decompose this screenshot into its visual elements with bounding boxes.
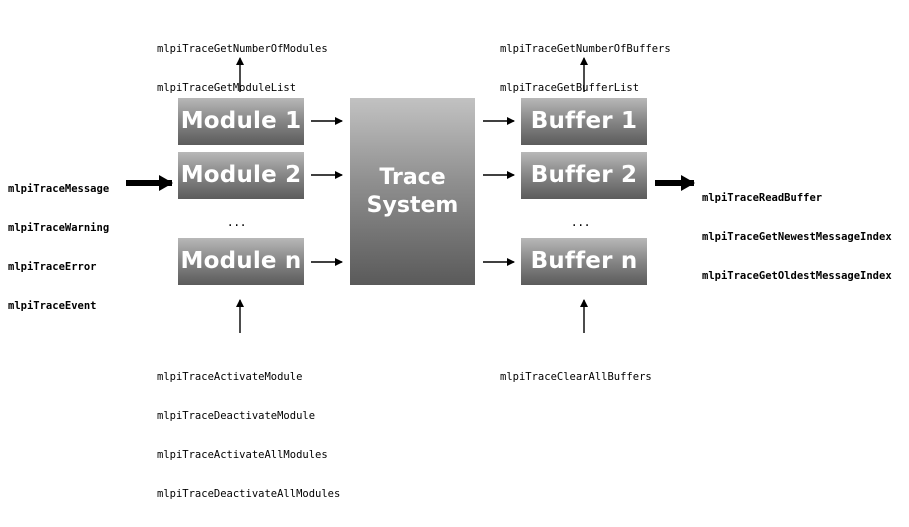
buffer-control-functions: mlpiTraceClearAllBuffers [500,345,652,410]
module-query-functions: mlpiTraceGetNumberOfModules mlpiTraceGet… [157,17,328,121]
function-label: mlpiTraceGetNewestMessageIndex [702,231,892,243]
function-label: mlpiTraceError [8,261,97,273]
module-1-box: Module 1 [178,98,304,145]
buffer-ellipsis: ... [572,214,592,230]
function-label: mlpiTraceGetBufferList [500,82,640,94]
buffer-query-functions: mlpiTraceGetNumberOfBuffers mlpiTraceGet… [500,17,671,121]
function-label: mlpiTraceClearAllBuffers [500,371,652,383]
module-control-functions: mlpiTraceActivateModule mlpiTraceDeactiv… [157,345,340,527]
function-label: mlpiTraceGetOldestMessageIndex [702,270,892,282]
function-label: mlpiTraceGetNumberOfModules [157,43,328,55]
buffer-n-box: Buffer n [521,238,647,285]
function-label: mlpiTraceGetNumberOfBuffers [500,43,671,55]
function-label: mlpiTraceDeactivateModule [157,410,316,422]
trace-system-label-line2: System [366,192,459,218]
arrows-layer [126,57,695,333]
trace-system-label-line1: Trace [379,164,446,190]
function-label: mlpiTraceEvent [8,300,97,312]
module-n-box: Module n [178,238,304,285]
buffer-output-functions: mlpiTraceReadBuffer mlpiTraceGetNewestMe… [702,166,892,309]
trace-system-diagram: Module 1 Module 2 ... Module n Trace Sys… [8,17,892,500]
buffer-1-box: Buffer 1 [521,98,647,145]
function-label: mlpiTraceGetModuleList [157,82,297,94]
function-label: mlpiTraceActivateAllModules [157,449,328,461]
message-input-functions: mlpiTraceMessage mlpiTraceWarning mlpiTr… [8,157,109,339]
function-label: mlpiTraceWarning [8,222,110,234]
buffer-2-box: Buffer 2 [521,152,647,199]
function-label: mlpiTraceReadBuffer [702,192,823,204]
module-ellipsis: ... [228,214,248,230]
function-label: mlpiTraceActivateModule [157,371,303,383]
trace-system-box: Trace System [350,98,475,285]
function-label: mlpiTraceDeactivateAllModules [157,488,341,500]
module-2-box: Module 2 [178,152,304,199]
function-label: mlpiTraceMessage [8,183,110,195]
